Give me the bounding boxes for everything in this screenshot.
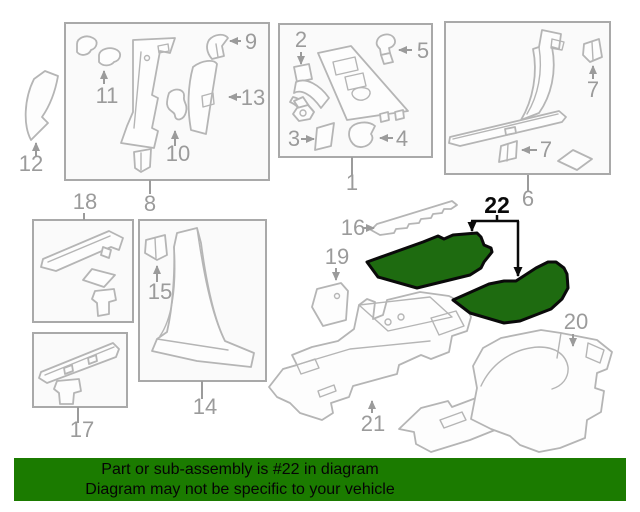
callout-13: 13 <box>241 85 265 110</box>
part-17-sill-tab-a <box>63 364 74 375</box>
part-8-pillar-fold <box>133 51 142 129</box>
banner-line-1: Part or sub-assembly is #22 in diagram <box>101 460 379 478</box>
part-1-cutout-a <box>332 56 359 76</box>
part-21-fold <box>282 340 431 370</box>
callout-7-upper: 7 <box>587 77 599 102</box>
part-6-cowl-notch <box>550 38 565 51</box>
part-17-sill-tab-b <box>87 354 98 365</box>
part-2-handle-post <box>293 63 313 83</box>
part-1-cutout-c <box>351 86 371 101</box>
part-4-cover <box>348 121 376 148</box>
callout-1: 1 <box>346 170 358 195</box>
part-9-clip <box>206 33 229 60</box>
part-14-fold-a <box>196 227 226 342</box>
callout-6: 6 <box>522 186 534 211</box>
part-14-foot-line <box>156 338 229 351</box>
part-18-sill-plate <box>40 230 124 272</box>
part-11-clip-b <box>98 47 121 67</box>
part-7-clip-lower-fold <box>506 143 509 162</box>
part-21-console-recess <box>430 310 465 336</box>
part-18-pad <box>82 268 116 288</box>
part-21-seat-pan <box>358 296 453 332</box>
part-20-flap <box>585 342 605 364</box>
part-14-b-pillar-trim <box>151 227 255 368</box>
callout-17: 17 <box>70 417 94 442</box>
part-5-grommet-stem <box>380 52 394 65</box>
part-10-bracket <box>166 88 188 121</box>
callout-3: 3 <box>288 126 300 151</box>
part-8-pillar-pin-hole <box>143 54 151 62</box>
callout-9: 9 <box>245 29 257 54</box>
callout-22-highlighted: 22 <box>484 192 510 218</box>
part-6-sill-tab <box>504 126 517 136</box>
callout-12: 12 <box>19 151 43 176</box>
part-17-sill-fold <box>44 346 115 376</box>
callout-11: 11 <box>96 83 119 108</box>
part-1-a-pillar-trim <box>317 45 409 121</box>
callout-7-lower: 7 <box>540 137 552 162</box>
part-2-assist-handle <box>293 79 330 109</box>
callout-4: 4 <box>396 126 408 151</box>
part-bolt-head <box>292 104 315 122</box>
part-17-clip <box>53 378 82 405</box>
part-21-hole-b <box>397 313 405 321</box>
part-20-wheel-arch <box>480 346 569 390</box>
part-6-cowl-fold <box>526 46 542 115</box>
part-22-floor-mat-right[interactable] <box>451 260 570 325</box>
part-19-panel-hole <box>333 292 341 300</box>
part-8-lower-tab <box>133 148 152 173</box>
part-5-grommet <box>375 33 396 56</box>
part-3-pad <box>314 122 335 151</box>
part-21-front-pad-a <box>439 411 467 429</box>
part-18-sill-tab <box>100 246 112 259</box>
highlight-banner-text: Part or sub-assembly is #22 in diagram D… <box>14 458 466 501</box>
part-15-clip-fold <box>154 237 157 259</box>
callout-15: 15 <box>148 279 172 304</box>
callout-19: 19 <box>325 244 349 269</box>
part-11-clip-a <box>76 35 98 56</box>
part-22-floor-mat-left[interactable] <box>365 231 494 290</box>
banner-line-2: Diagram may not be specific to your vehi… <box>85 480 395 498</box>
part-16-rail <box>370 200 458 236</box>
part-8-pillar-hole <box>157 43 170 54</box>
part-1-cutout-b <box>344 72 367 91</box>
part-19-panel <box>311 282 349 327</box>
callout-14: 14 <box>193 394 217 419</box>
group-box-6 <box>444 21 611 175</box>
part-14-fold-b <box>159 246 176 337</box>
part-21-hole-a <box>384 318 392 326</box>
part-6-pad <box>557 149 593 171</box>
callout-5: 5 <box>417 38 429 63</box>
callout-8: 8 <box>144 191 156 216</box>
callout-20: 20 <box>564 309 588 334</box>
part-6-sill-fold <box>452 113 559 140</box>
part-9-clip-fold <box>215 43 219 58</box>
callout-16: 16 <box>341 215 365 240</box>
part-21-floor-carpet <box>268 291 472 421</box>
callout-10: 10 <box>166 141 190 166</box>
part-1-foot-a <box>379 111 390 123</box>
part-20-fold <box>556 332 562 359</box>
part-18-sill-fold <box>47 235 111 263</box>
part-20-quarter-carpet <box>470 329 613 453</box>
highlight-banner: Part or sub-assembly is #22 in diagram D… <box>14 458 626 501</box>
part-7-clip-upper-fold <box>591 41 594 61</box>
callout-21: 21 <box>361 411 385 436</box>
part-18-clip <box>91 288 117 317</box>
part-1-foot-b <box>394 109 405 121</box>
callout-2: 2 <box>295 27 307 52</box>
part-6-cowl-trim <box>520 29 562 121</box>
callout-18: 18 <box>73 189 97 214</box>
part-21-tab-b <box>317 384 337 398</box>
part-bolt-head-detail <box>299 109 307 117</box>
part-12-grab-handle <box>24 70 59 141</box>
part-13-panel-hole <box>201 92 215 108</box>
